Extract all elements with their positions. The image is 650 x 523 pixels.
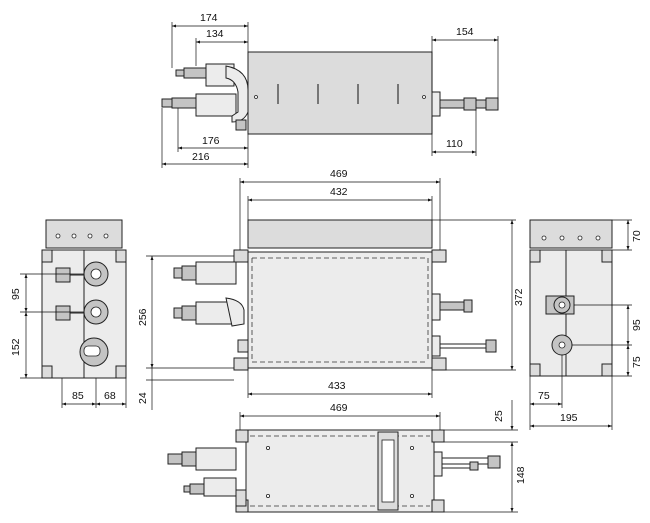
dim-469-bottom: 469 <box>330 402 348 414</box>
dim-134: 134 <box>206 28 224 40</box>
top-view: 174 134 154 176 216 110 <box>161 12 499 168</box>
dim-24: 24 <box>137 392 149 404</box>
left-side-view: 95 152 85 68 <box>10 219 127 408</box>
right-view-fitting-lower <box>551 334 573 356</box>
dim-176: 176 <box>202 135 220 147</box>
top-view-right-pipe <box>431 91 499 117</box>
dim-95-right: 95 <box>631 319 643 331</box>
right-side-view: 70 95 75 75 195 <box>529 219 643 430</box>
dim-68: 68 <box>104 390 116 402</box>
front-view-right-pipes <box>431 293 497 357</box>
bottom-view-right-pipes <box>433 451 501 477</box>
dim-216: 216 <box>192 151 210 163</box>
dim-75-vertical: 75 <box>631 356 643 368</box>
dim-95-left: 95 <box>10 288 22 300</box>
dim-110: 110 <box>446 138 463 150</box>
dim-433: 433 <box>328 380 346 392</box>
dim-25: 25 <box>493 410 505 422</box>
bottom-view: 469 25 148 <box>167 400 527 513</box>
dim-70: 70 <box>631 230 643 242</box>
bottom-view-body <box>245 429 435 513</box>
right-view-fitting-upper <box>545 295 575 315</box>
front-view-valve-assembly <box>173 261 249 353</box>
right-view-top-cover <box>529 219 613 249</box>
left-view-fitting-middle <box>55 299 109 325</box>
left-view-drain <box>79 337 109 367</box>
dim-432: 432 <box>330 186 348 198</box>
top-view-valve-assembly <box>161 63 249 131</box>
dim-154: 154 <box>456 26 474 38</box>
dim-469-top: 469 <box>330 168 348 180</box>
front-view: 469 432 433 372 256 24 <box>137 168 525 410</box>
dim-195: 195 <box>560 412 578 424</box>
dim-256: 256 <box>137 308 149 326</box>
front-view-top-cover <box>247 219 433 249</box>
top-view-body <box>247 51 433 135</box>
dim-75-horizontal: 75 <box>538 390 550 402</box>
dim-174: 174 <box>200 12 218 24</box>
dim-152: 152 <box>10 338 22 356</box>
bottom-view-valve-assembly <box>167 447 247 507</box>
front-view-body <box>247 251 433 369</box>
left-view-fitting-upper <box>55 261 109 287</box>
dim-148: 148 <box>515 466 527 484</box>
dim-372: 372 <box>513 288 525 306</box>
dim-85: 85 <box>72 390 84 402</box>
